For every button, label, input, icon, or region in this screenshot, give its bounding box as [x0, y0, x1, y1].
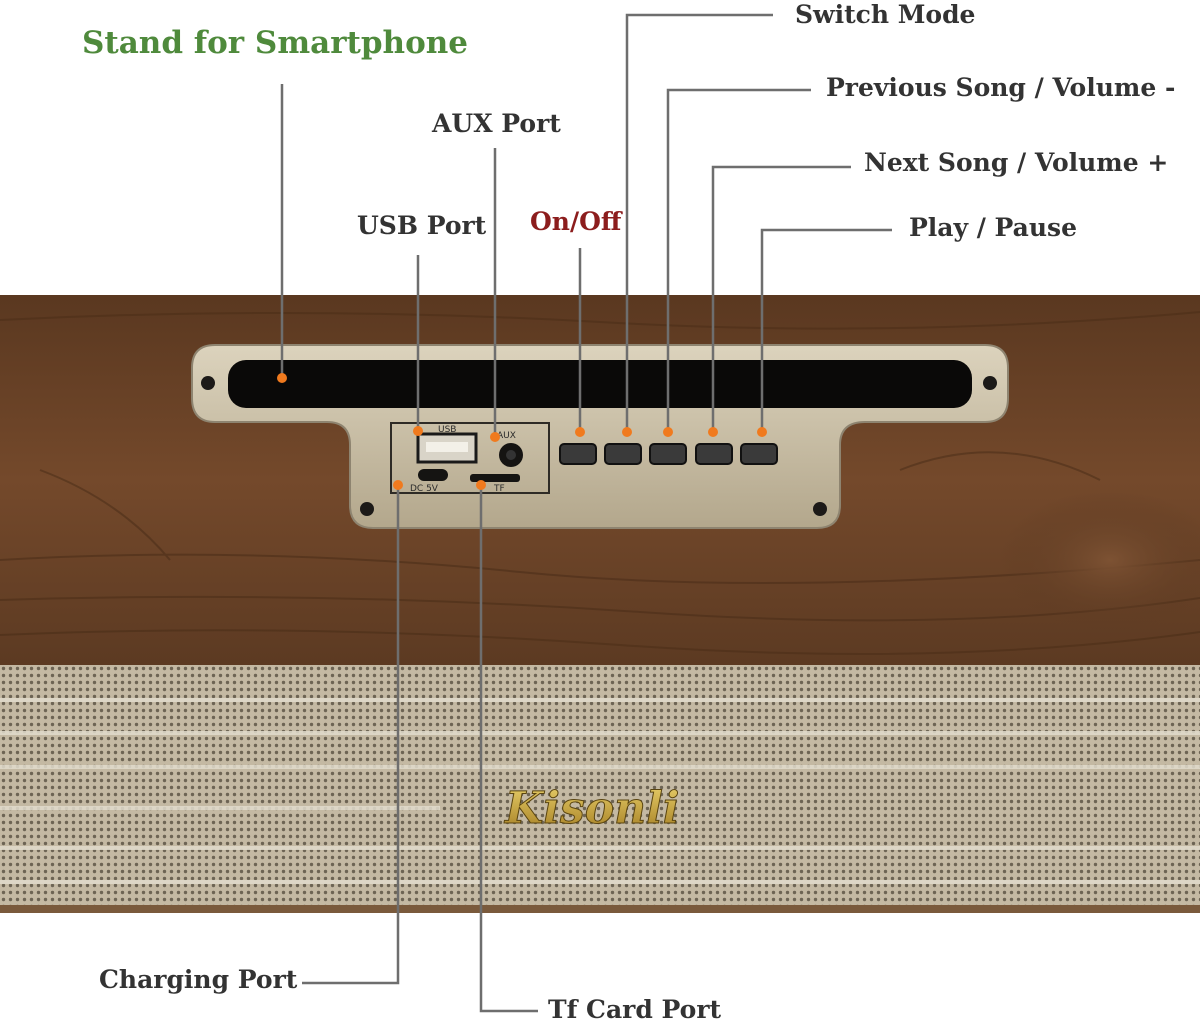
leader-charging — [302, 485, 400, 985]
label-aux-port: AUX Port — [432, 109, 561, 138]
leader-play — [760, 228, 892, 432]
label-switch-mode: Switch Mode — [795, 0, 976, 29]
aux-mark: AUX — [497, 431, 516, 441]
screws — [201, 376, 997, 516]
leader-next — [711, 165, 851, 432]
wood-knot — [1000, 490, 1200, 630]
label-stand: Stand for Smartphone — [82, 25, 469, 61]
label-on-off: On/Off — [530, 207, 622, 236]
previous-button[interactable] — [649, 443, 687, 465]
callout-dots — [277, 373, 767, 490]
mode-button[interactable] — [604, 443, 642, 465]
tf-mark: TF — [493, 484, 505, 494]
power-button[interactable] — [559, 443, 597, 465]
dc-port — [418, 469, 448, 481]
leader-switch — [625, 13, 773, 432]
wood-grain — [0, 311, 1200, 655]
phone-slot — [228, 360, 972, 408]
leader-tf — [479, 485, 538, 1013]
leader-lines — [280, 13, 892, 1013]
tf-slot — [470, 474, 520, 482]
label-play-pause: Play / Pause — [909, 213, 1078, 242]
next-button[interactable] — [695, 443, 733, 465]
ports-panel — [390, 422, 550, 494]
leader-previous — [666, 88, 811, 432]
dc-mark: DC 5V — [410, 484, 439, 494]
label-charging-port: Charging Port — [99, 965, 298, 994]
grille-stripes — [0, 698, 1200, 884]
speaker-grille — [0, 665, 1200, 910]
label-next-song: Next Song / Volume + — [864, 148, 1169, 177]
control-buttons — [559, 443, 778, 465]
brand-logo: Kisonli — [503, 783, 680, 834]
label-previous-song: Previous Song / Volume - — [826, 73, 1176, 102]
play-pause-button[interactable] — [740, 443, 778, 465]
usb-mark: USB — [438, 425, 456, 435]
label-tf-card-port: Tf Card Port — [548, 995, 722, 1024]
label-usb-port: USB Port — [357, 211, 487, 240]
